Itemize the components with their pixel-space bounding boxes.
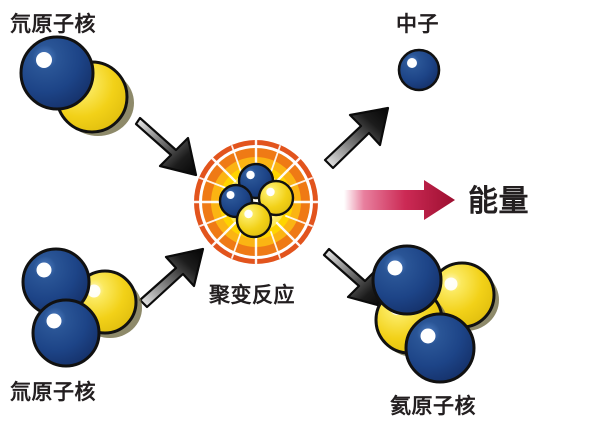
label-neutron: 中子: [396, 12, 439, 36]
fusion-burst: [192, 138, 320, 266]
label-energy: 能量: [468, 184, 529, 219]
label-tritium-nucleus: 氚原子核: [10, 380, 96, 404]
fusion-core-cluster: [218, 162, 295, 239]
label-deuterium-nucleus: 氘原子核: [10, 12, 96, 36]
particle-tritium: [21, 247, 142, 368]
particle-helium: [371, 244, 499, 384]
label-fusion-reaction: 聚变反应: [209, 283, 295, 307]
arrow-energy-out: [344, 180, 455, 220]
arrow-deuterium-in: [134, 116, 198, 177]
arrow-helium-out: [322, 247, 387, 309]
arrow-tritium-in: [138, 247, 205, 309]
label-helium-nucleus: 氦原子核: [390, 394, 476, 418]
particle-deuterium: [19, 35, 134, 136]
arrow-neutron-out: [323, 106, 390, 170]
particle-neutron: [397, 48, 441, 92]
